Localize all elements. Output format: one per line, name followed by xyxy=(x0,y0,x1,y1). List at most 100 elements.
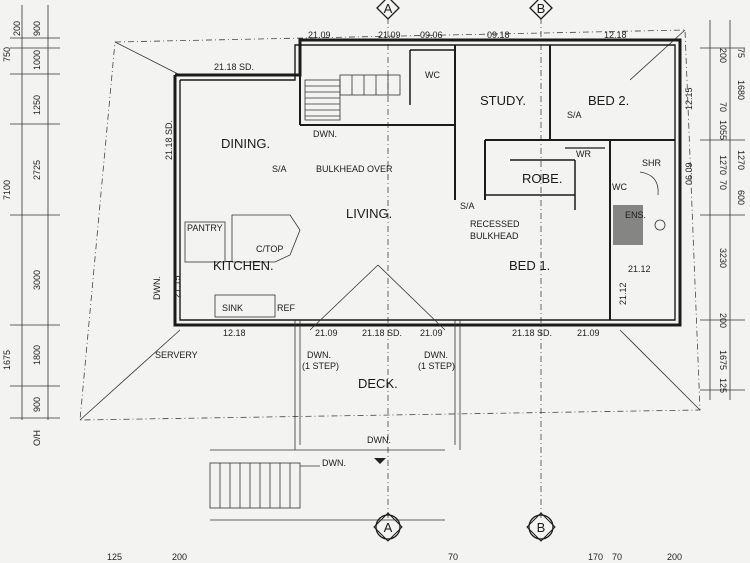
bottom-dim-4: 170 xyxy=(588,552,603,562)
bottom-dim-1: 125 xyxy=(107,552,122,562)
label-servery: SERVERY xyxy=(155,350,198,360)
grid-label-b-bottom: B xyxy=(537,520,546,535)
left-dim-12: O/H xyxy=(32,430,42,446)
ensuite-wc-icon xyxy=(654,219,666,231)
level-7: 21.18 SD. xyxy=(164,120,174,160)
right-dim-5: 1055 xyxy=(718,120,728,140)
right-dim-11: 200 xyxy=(718,313,728,328)
label-ref: REF xyxy=(277,303,296,313)
level-12: 21.09 xyxy=(577,328,600,338)
level-14: 21.12 xyxy=(628,264,651,274)
room-label-dining: DINING. xyxy=(221,136,270,151)
level-11: 21.18 SD. xyxy=(512,328,552,338)
label-recessed: RECESSED xyxy=(470,219,520,229)
right-dim-3: 75 xyxy=(736,48,746,58)
label-ctop: C/TOP xyxy=(256,244,283,254)
hip-line-bl xyxy=(79,329,181,421)
label-sa-bulkhead: S/A xyxy=(272,164,287,174)
hip-line-br xyxy=(619,329,701,411)
bottom-dim-3: 70 xyxy=(448,552,458,562)
grid-label-b-top: B xyxy=(537,1,546,16)
internal-stair xyxy=(304,74,401,121)
label-one-step-left: (1 STEP) xyxy=(302,361,339,371)
shower-door-arc xyxy=(639,171,659,196)
right-dim-10: 3230 xyxy=(718,248,728,268)
left-dim-9: 1800 xyxy=(32,345,42,365)
level-5: 09.18 xyxy=(487,30,510,40)
label-bulkhead: BULKHEAD xyxy=(470,231,519,241)
level-1: 21.18 SD. xyxy=(214,62,254,72)
right-dim-9: 1270 xyxy=(736,150,746,170)
right-dim-8: 600 xyxy=(736,190,746,205)
level-6: 12.18 xyxy=(604,30,627,40)
label-wr: WR xyxy=(576,149,591,159)
level-10: 21.09 xyxy=(420,328,443,338)
room-label-study: STUDY. xyxy=(480,93,526,108)
grid-bubble-a-bottom: A xyxy=(373,512,403,542)
label-wc2: WC xyxy=(612,182,627,192)
left-dim-3: 900 xyxy=(32,21,42,36)
left-dim-2: 200 xyxy=(12,21,22,36)
level-17: 06.09 xyxy=(684,162,694,185)
left-dim-4: 1000 xyxy=(32,50,42,70)
right-dimension-lines xyxy=(700,20,745,400)
room-label-deck: DECK. xyxy=(358,376,398,391)
level-3: 21.09 xyxy=(378,30,401,40)
label-dwn-kitchen: DWN. xyxy=(152,276,162,300)
right-dim-2: 1680 xyxy=(736,80,746,100)
label-bulkhead-over: BULKHEAD OVER xyxy=(316,164,393,174)
level-18: 21.15 xyxy=(172,275,182,298)
left-dimension-lines xyxy=(10,5,60,420)
label-sa-bed1: S/A xyxy=(460,201,475,211)
label-dwn-deck: DWN. xyxy=(367,435,391,445)
bottom-dim-5: 70 xyxy=(612,552,622,562)
label-dwn-right-step: DWN. xyxy=(424,350,448,360)
level-2: 21.09 xyxy=(308,30,331,40)
label-sink: SINK xyxy=(222,303,243,313)
room-label-ensuite: ENS. xyxy=(625,210,646,220)
grid-bubble-a-top: A xyxy=(376,0,400,20)
right-dim-12: 1675 xyxy=(718,350,728,370)
left-dim-1: 750 xyxy=(2,47,12,62)
level-4: 09.06 xyxy=(420,30,443,40)
room-label-bed1: BED 1. xyxy=(509,258,550,273)
grid-label-a-top: A xyxy=(384,1,393,16)
deck-down-arrow xyxy=(374,458,386,464)
bottom-dim-6: 200 xyxy=(667,552,682,562)
level-9: 21.18 SD. xyxy=(362,328,402,338)
left-dim-8: 3000 xyxy=(32,270,42,290)
left-dim-10: 1675 xyxy=(2,350,12,370)
level-13: 12.18 xyxy=(223,328,246,338)
room-label-robe: ROBE. xyxy=(522,171,562,186)
left-dim-6: 2725 xyxy=(32,160,42,180)
left-dim-11: 900 xyxy=(32,397,42,412)
external-stair xyxy=(209,462,301,509)
label-dwn-stair-bottom: DWN. xyxy=(322,458,346,468)
right-dim-7: 70 xyxy=(718,180,728,190)
level-15: 21.12 xyxy=(618,282,628,305)
right-dim-6: 1270 xyxy=(718,155,728,175)
exterior-wall-inner xyxy=(179,44,676,321)
hip-line-tr xyxy=(629,29,686,81)
grid-bubble-b-bottom: B xyxy=(526,512,556,542)
room-label-bed2: BED 2. xyxy=(588,93,629,108)
left-dim-7: 7100 xyxy=(2,180,12,200)
bottom-dim-2: 200 xyxy=(172,552,187,562)
level-16: 12.15 xyxy=(684,87,694,110)
right-dim-4: 70 xyxy=(718,102,728,112)
level-8: 21.09 xyxy=(315,328,338,338)
hip-line-tl xyxy=(114,41,181,76)
label-wc: WC xyxy=(425,70,440,80)
exterior-wall xyxy=(173,38,682,327)
ensuite-floor-tiles xyxy=(613,205,643,245)
grid-label-a-bottom: A xyxy=(384,520,393,535)
label-sa-bed2: S/A xyxy=(567,110,582,120)
label-shr: SHR xyxy=(642,158,662,168)
room-label-kitchen: KITCHEN. xyxy=(213,258,274,273)
room-label-living: LIVING. xyxy=(346,206,392,221)
label-one-step-right: (1 STEP) xyxy=(418,361,455,371)
right-dim-13: 125 xyxy=(718,378,728,393)
interior-walls xyxy=(299,45,675,320)
roof-outline xyxy=(79,29,701,421)
